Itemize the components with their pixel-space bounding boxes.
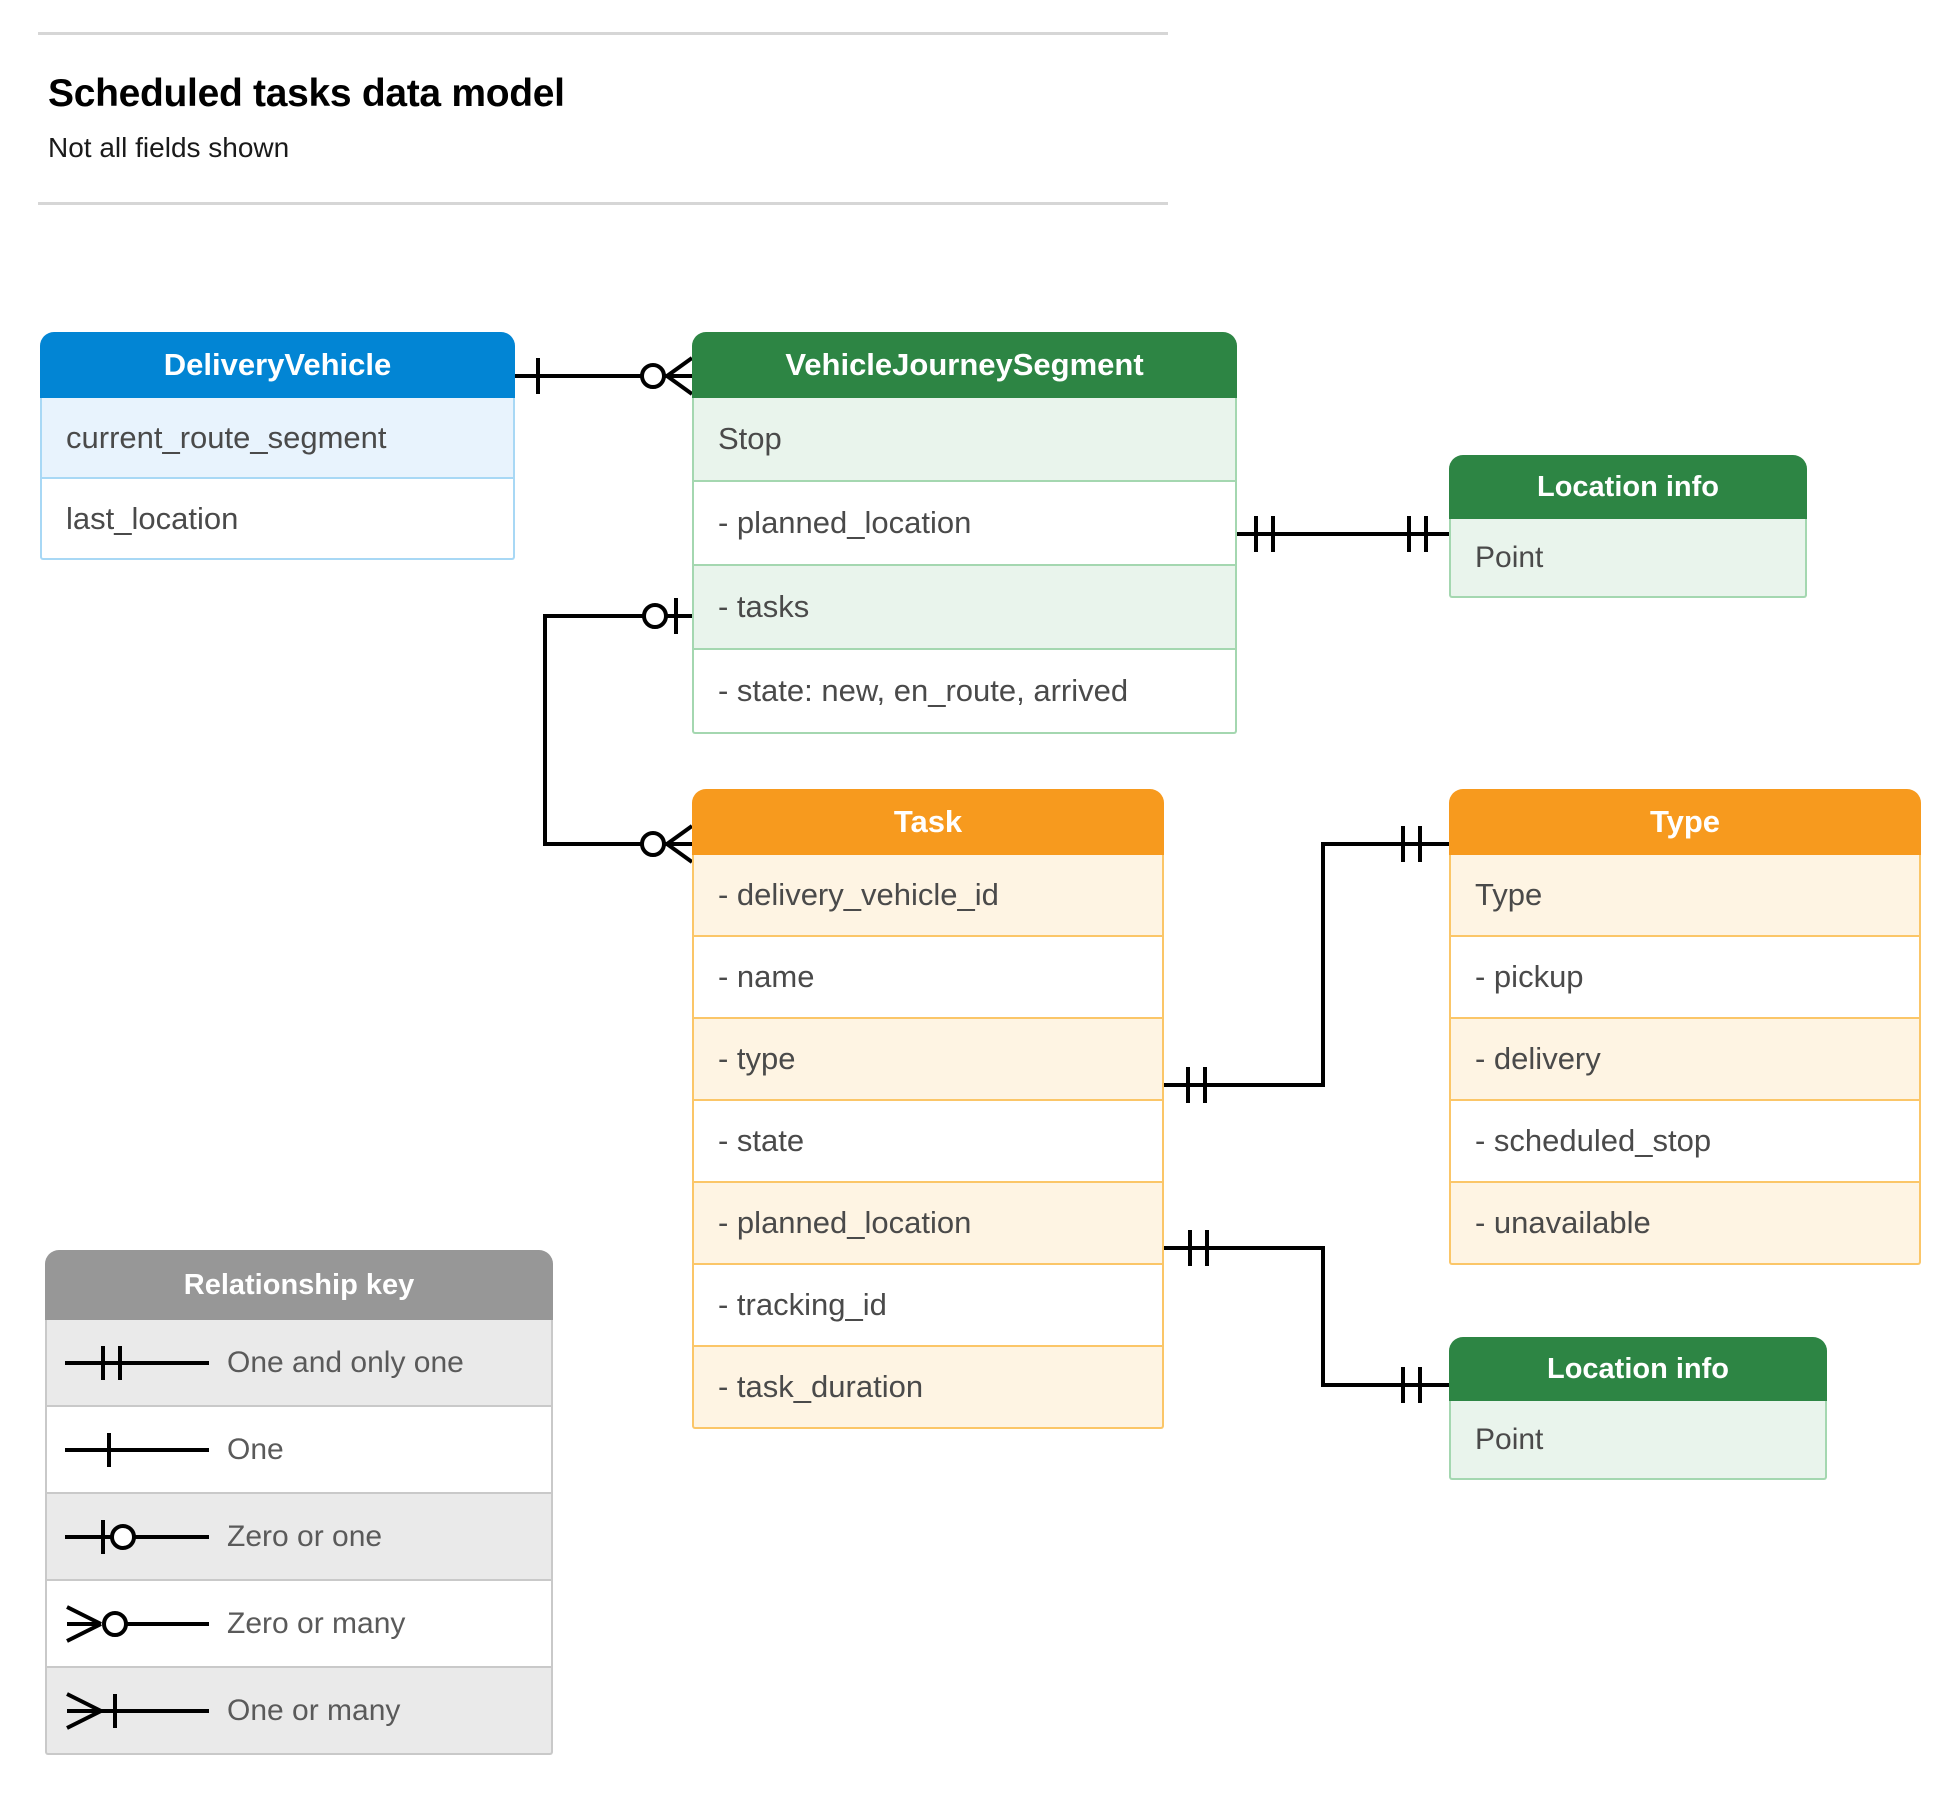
entity-header-type: Type [1449, 789, 1921, 855]
legend-item-label: One and only one [227, 1345, 464, 1379]
zero-or-one-icon [47, 1514, 227, 1560]
one-and-only-one-icon [47, 1340, 227, 1386]
entity-row: - planned_location [692, 482, 1237, 566]
entity-row: - type [692, 1019, 1164, 1101]
entity-task[interactable]: Task - delivery_vehicle_id - name - type… [692, 789, 1164, 1429]
entity-row: current_route_segment [40, 398, 515, 479]
legend-item-one: One [45, 1407, 553, 1494]
entity-row: - tasks [692, 566, 1237, 650]
entity-row: - pickup [1449, 937, 1921, 1019]
entity-location-info-top[interactable]: Location info Point [1449, 455, 1807, 598]
relationship-key-legend: Relationship key One and only one [45, 1250, 553, 1755]
entity-row: Point [1449, 1401, 1827, 1480]
entity-row: last_location [40, 479, 515, 560]
entity-row: - delivery [1449, 1019, 1921, 1101]
legend-item-label: Zero or one [227, 1519, 383, 1553]
legend-item-label: One [227, 1432, 284, 1466]
entity-row: - state: new, en_route, arrived [692, 650, 1237, 734]
zero-or-many-icon [47, 1601, 227, 1647]
entity-type[interactable]: Type Type - pickup - delivery - schedule… [1449, 789, 1921, 1265]
entity-row: - scheduled_stop [1449, 1101, 1921, 1183]
entity-header-delivery-vehicle: DeliveryVehicle [40, 332, 515, 398]
entity-row: Point [1449, 519, 1807, 598]
legend-item-label: Zero or many [227, 1606, 406, 1640]
entity-row: - tracking_id [692, 1265, 1164, 1347]
entity-header-location-info: Location info [1449, 455, 1807, 519]
entity-row: - task_duration [692, 1347, 1164, 1429]
page-title: Scheduled tasks data model [48, 72, 565, 115]
one-or-many-icon [47, 1688, 227, 1734]
entity-delivery-vehicle[interactable]: DeliveryVehicle current_route_segment la… [40, 332, 515, 560]
entity-row: Type [1449, 855, 1921, 937]
entity-row: Stop [692, 398, 1237, 482]
legend-item-zero-or-one: Zero or one [45, 1494, 553, 1581]
entity-row: - planned_location [692, 1183, 1164, 1265]
entity-row: - unavailable [1449, 1183, 1921, 1265]
legend-header: Relationship key [45, 1250, 553, 1320]
entity-header-location-info: Location info [1449, 1337, 1827, 1401]
entity-header-task: Task [692, 789, 1164, 855]
legend-item-one-and-only-one: One and only one [45, 1320, 553, 1407]
legend-item-one-or-many: One or many [45, 1668, 553, 1755]
entity-vehicle-journey-segment[interactable]: VehicleJourneySegment Stop - planned_loc… [692, 332, 1237, 734]
entity-row: - state [692, 1101, 1164, 1183]
entity-location-info-bottom[interactable]: Location info Point [1449, 1337, 1827, 1480]
page-subtitle: Not all fields shown [48, 132, 290, 163]
legend-item-label: One or many [227, 1693, 401, 1727]
top-divider [38, 32, 1168, 35]
entity-header-vehicle-journey-segment: VehicleJourneySegment [692, 332, 1237, 398]
entity-row: - delivery_vehicle_id [692, 855, 1164, 937]
entity-row: - name [692, 937, 1164, 1019]
bottom-divider [38, 202, 1168, 205]
legend-item-zero-or-many: Zero or many [45, 1581, 553, 1668]
one-icon [47, 1427, 227, 1473]
